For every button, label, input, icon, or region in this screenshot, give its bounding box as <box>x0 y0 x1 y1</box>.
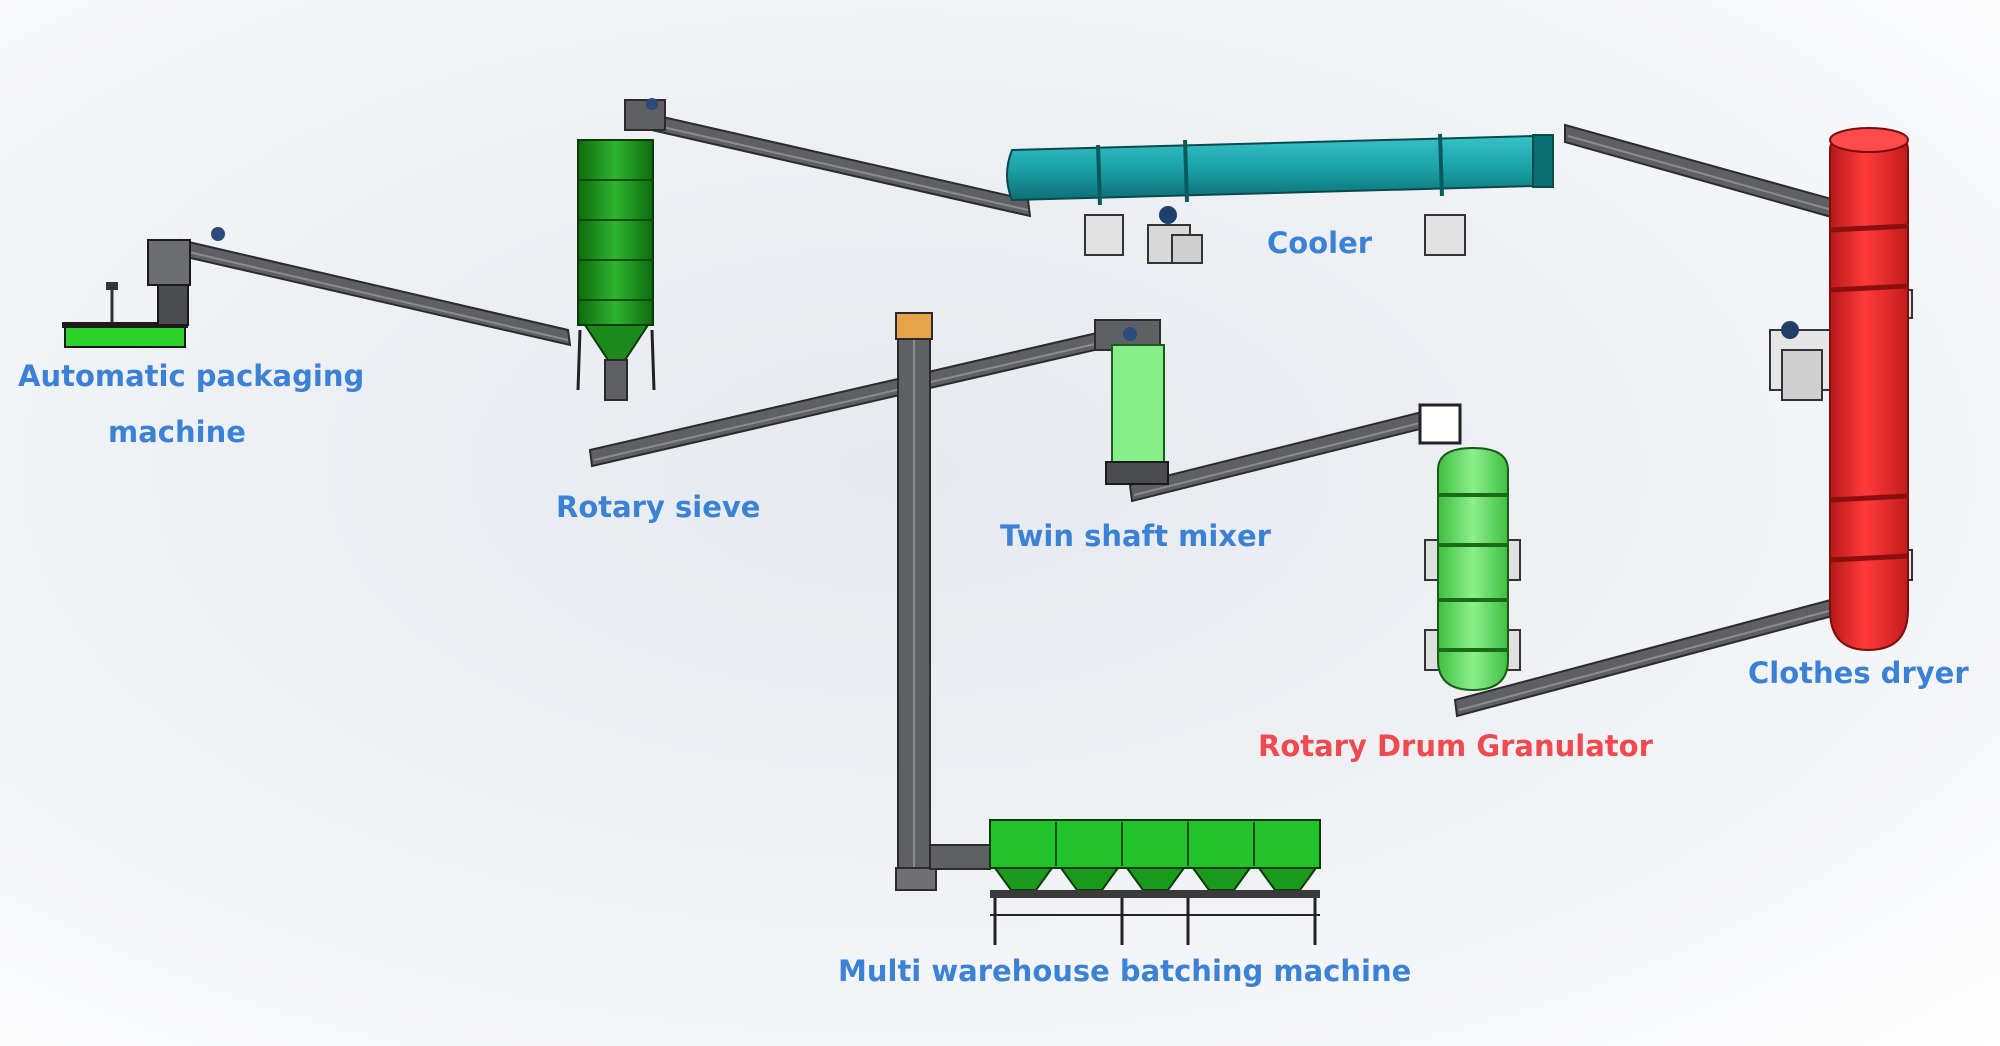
conveyor-mixer-to-granulator <box>1128 408 1434 503</box>
label-packaging-line2: machine <box>108 415 246 449</box>
label-rotary-sieve: Rotary sieve <box>556 490 761 524</box>
multi-warehouse-batching-machine <box>989 819 1321 945</box>
label-twin-shaft-mixer: Twin shaft mixer <box>1000 519 1271 553</box>
label-rotary-drum-granulator: Rotary Drum Granulator <box>1258 729 1653 763</box>
label-packaging-line1: Automatic packaging <box>18 359 365 393</box>
label-clothes-dryer: Clothes dryer <box>1748 656 1969 690</box>
cooler <box>1006 133 1554 264</box>
conveyor-dryer-to-cooler <box>1564 123 1836 220</box>
clothes-dryer <box>1769 127 1913 652</box>
conveyor-sieve-to-cooler <box>630 108 1032 218</box>
conveyor-batching-to-mixer <box>588 328 1114 468</box>
twin-shaft-mixer <box>1094 319 1169 485</box>
conveyor-packaging-to-sieve <box>178 238 572 347</box>
label-cooler: Cooler <box>1267 226 1373 260</box>
rotary-sieve <box>576 98 666 401</box>
automatic-packaging-machine <box>62 227 225 348</box>
rotary-drum-granulator <box>1418 403 1521 692</box>
bucket-elevator <box>895 312 991 891</box>
label-multi-warehouse-batching-machine: Multi warehouse batching machine <box>838 954 1412 988</box>
